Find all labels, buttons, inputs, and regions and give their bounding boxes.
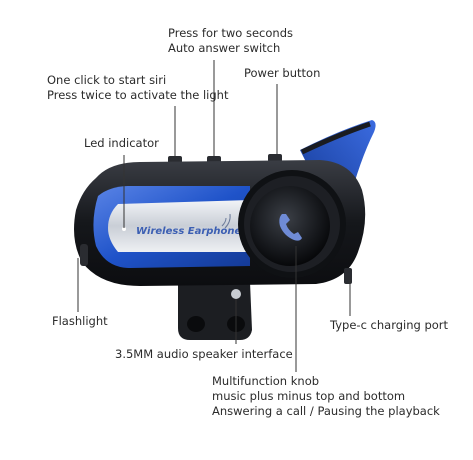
label-audio: 3.5MM audio speaker interface (115, 347, 293, 362)
label-led: Led indicator (84, 136, 159, 151)
label-two-seconds-line2: Auto answer switch (168, 41, 281, 55)
typec-port (344, 268, 352, 284)
label-typec-line1: Type-c charging port (330, 318, 449, 332)
label-two-seconds-line1: Press for two seconds (168, 26, 294, 40)
label-typec: Type-c charging port (330, 318, 448, 333)
wifi-mark (221, 213, 231, 229)
label-power-line1: Power button (244, 66, 321, 80)
label-siri-line1: One click to start siri (47, 73, 167, 87)
multifunction-knob[interactable] (250, 186, 330, 266)
label-knob: Multifunction knob music plus minus top … (212, 374, 440, 419)
label-led-line1: Led indicator (84, 136, 159, 150)
label-knob-line2: music plus minus top and bottom (212, 389, 406, 403)
flashlight-lens (80, 244, 88, 266)
led-dot (122, 227, 126, 231)
label-knob-line3: Answering a call / Pausing the playback (212, 404, 440, 418)
label-siri: One click to start siri Press twice to a… (47, 73, 228, 103)
label-siri-line2: Press twice to activate the light (47, 88, 229, 102)
label-flashlight: Flashlight (52, 314, 108, 329)
phone-icon (279, 214, 302, 241)
clip-mount (178, 282, 252, 340)
label-two-seconds: Press for two seconds Auto answer switch (168, 26, 293, 56)
product-label: Wireless Earphone (136, 226, 242, 237)
power-button[interactable] (268, 154, 282, 162)
label-flashlight-line1: Flashlight (52, 314, 108, 328)
label-knob-line1: Multifunction knob (212, 374, 320, 388)
silver-plate (108, 200, 250, 252)
label-audio-line1: 3.5MM audio speaker interface (115, 347, 293, 361)
label-power: Power button (244, 66, 320, 81)
leader-lines (77, 60, 351, 372)
audio-jack (231, 289, 241, 299)
